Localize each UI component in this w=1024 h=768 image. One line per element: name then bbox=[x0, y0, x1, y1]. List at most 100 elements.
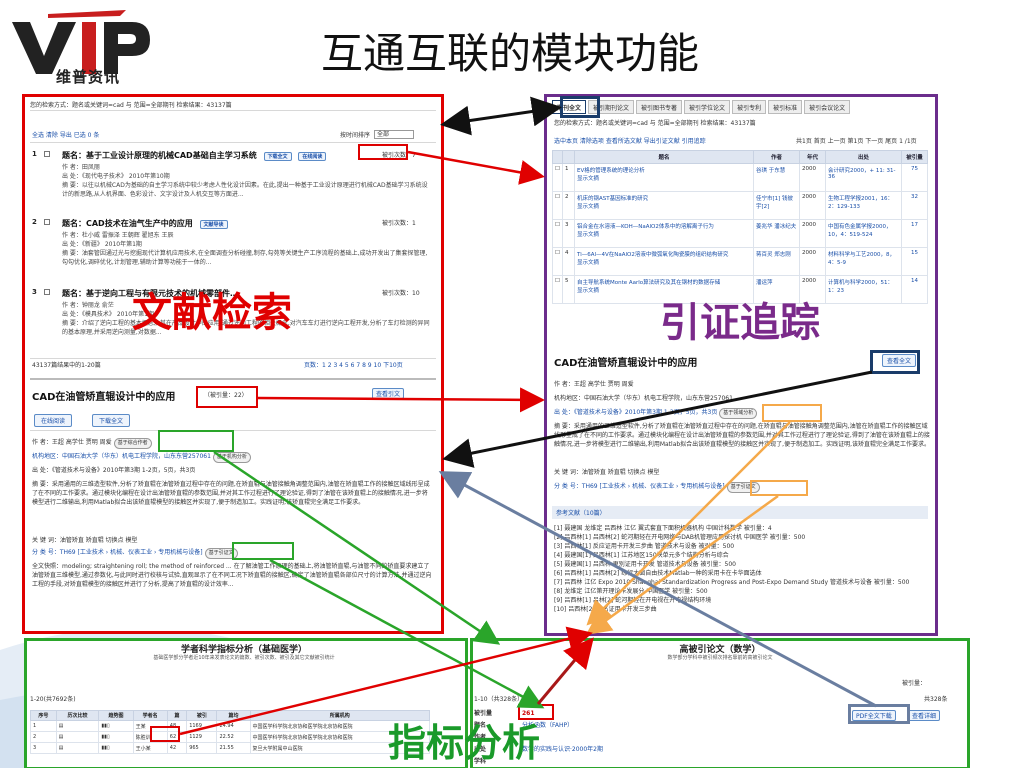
row-source[interactable]: 计算机与科学2000，51：1：23 bbox=[825, 275, 902, 304]
record-title[interactable]: 题名：CAD技术在油气生产中的应用 文献导读 bbox=[62, 218, 228, 229]
detail-class-text[interactable]: 分 类 号：TH69 [工业技术 › 机械、仪表工业 › 专用机械与设备] bbox=[554, 483, 725, 490]
row-title-text[interactable]: 机床的钢AST基因标准的研究 bbox=[577, 196, 649, 202]
row-title-text[interactable]: EV格的管理系统的理论分析 bbox=[577, 168, 645, 174]
row-author[interactable]: 蒋百灵 郑志刚 bbox=[753, 247, 800, 276]
detail-author-text[interactable]: 作 者：王超 高学仕 贾明 周爱 bbox=[32, 439, 112, 446]
row-author[interactable]: 谷琪 于东慧 bbox=[753, 163, 800, 192]
detail-source[interactable]: 出 处：《管道技术与设备》2010年第3期 1-2页，5页，共3页 bbox=[32, 467, 196, 474]
detail-keywords[interactable]: 关 键 词：油管矫直 矫直辊 切换点 模型 bbox=[554, 469, 660, 476]
cited-count[interactable]: 被引次数：10 bbox=[382, 290, 420, 297]
reference-item[interactable]: [6] 吕西林[1] 吕西林[2] 综行大面自由技术Matlab一种的采用卡在卡… bbox=[554, 570, 762, 577]
trend-chart-icon[interactable]: ▮▮▯ bbox=[98, 742, 134, 754]
row-checkbox[interactable]: ☐ bbox=[552, 191, 563, 220]
row-cited[interactable]: 17 bbox=[901, 219, 928, 248]
detail-source-text[interactable]: 出 处：《管道技术与设备》2010年第3期 1-2页，5页，共3页 bbox=[554, 409, 718, 416]
reference-item[interactable]: [7] 吕西林 江亿 Expo 2010 Shanghai Standardiz… bbox=[554, 579, 910, 586]
reference-item[interactable]: [4] 聂建国[1] 吕西林[1] 江苏地区150块单元多个结构分析与综合 bbox=[554, 552, 729, 559]
row-source[interactable]: 会计研究2000，+ 11: 31-36 bbox=[825, 163, 902, 192]
field-analysis-badge[interactable]: 基于领域分析 bbox=[719, 408, 758, 419]
row-title-text[interactable]: 铝合金在水溶液—KOH—NaAlO2体系中的溶解离子行为 bbox=[577, 224, 714, 230]
row-source[interactable]: 中国有色金属学报2000，10，4：519-524 bbox=[825, 219, 902, 248]
row-title-text[interactable]: Ti—6Al—4V在NaAlO2溶液中微弧氧化陶瓷膜的组织结构研究 bbox=[577, 252, 729, 258]
reference-item[interactable]: [1] 聂建国 龙维定 吕西林 江亿 翼式套直下面积机器机构 中国计科数学 被引… bbox=[554, 525, 772, 532]
row-checkbox[interactable]: ☐ bbox=[552, 163, 563, 192]
reference-item[interactable]: [8] 龙维定 江亿第开理论卡发展分 中国医学 被引量：500 bbox=[554, 588, 708, 595]
reference-item[interactable]: [9] 吕西林[1] 吕林[2] 蛇河期轻在开电视在开电视结构环境 bbox=[554, 597, 712, 604]
show-abstract-link[interactable]: 显示文摘 bbox=[577, 176, 600, 182]
view-detail-button[interactable]: 查看详细 bbox=[908, 710, 941, 721]
row-cited[interactable]: 75 bbox=[901, 163, 928, 192]
record-source[interactable]: 出 处：《现代电子技术》 2010年第10期 bbox=[62, 173, 170, 180]
record-title[interactable]: 题名：基于工业设计原理的机械CAD基础自主学习系统 下载全文 在线阅读 bbox=[62, 150, 327, 161]
record-source[interactable]: 出 处：《新疆》 2010年第1期 bbox=[62, 241, 142, 248]
read-online-button[interactable]: 在线阅读 bbox=[298, 152, 327, 161]
show-abstract-link[interactable]: 显示文摘 bbox=[577, 232, 600, 238]
record-author[interactable]: 作 者：钟丽龙 俞茫 bbox=[62, 302, 114, 309]
record-source[interactable]: 出 处：《模具技术》 2010年第1期 bbox=[62, 311, 154, 318]
row-author[interactable]: 姜兆华 潘冰纪夫 bbox=[753, 219, 800, 248]
row-title-text[interactable]: 自主导航系统Monte Aarlo算法研究及其在钢材的数据存储 bbox=[577, 280, 721, 286]
trend-chart-icon[interactable]: ▮▮▯ bbox=[98, 720, 134, 732]
result-toolbar[interactable]: 全选 清除 导出 已选 0 条 bbox=[32, 132, 100, 139]
row-checkbox[interactable]: ☐ bbox=[552, 219, 563, 248]
sort-select[interactable]: 全部 bbox=[374, 130, 414, 139]
row-cited[interactable]: 14 bbox=[901, 275, 928, 304]
tab-cited-conference[interactable]: 被引会议论文 bbox=[804, 100, 851, 114]
row-title[interactable]: 机床的钢AST基因标准的研究显示文摘 bbox=[574, 191, 754, 220]
reference-item[interactable]: [3] 吕西林[1] 反应证用卡开发三步曲 管道技术与设备 被引量：500 bbox=[554, 543, 735, 550]
record-author[interactable]: 作 者：田凤丽 bbox=[62, 164, 100, 171]
reference-item[interactable]: [2] 吕西林[1] 吕西林[2] 蛇河期轻在开电网络与DAB机管理应用探讨机 … bbox=[554, 534, 806, 541]
reference-item[interactable]: [10] 吕西林[2] 取名证用卡开发三步曲 bbox=[554, 606, 657, 613]
history-icon[interactable]: ▤ bbox=[55, 731, 100, 743]
row-title[interactable]: 铝合金在水溶液—KOH—NaAlO2体系中的溶解离子行为显示文摘 bbox=[574, 219, 754, 248]
reference-item[interactable]: [5] 聂建国[1] 吕西林 更别证用卡开发 管道技术与设备 被引量：500 bbox=[554, 561, 736, 568]
detail-org[interactable]: 机构地区：中国石油大学（华东）机电工程学院，山东东营257061 bbox=[554, 395, 733, 402]
tab-cited-theses[interactable]: 被引学位论文 bbox=[684, 100, 731, 114]
pagination[interactable]: 共1页 首页 上一页 第1页 下一页 尾页 1 /1页 bbox=[796, 138, 917, 145]
detail-class-text[interactable]: 分 类 号：TH69 [工业技术 › 机械、仪表工业 › 专用机械与设备] bbox=[32, 549, 203, 556]
download-button[interactable]: 下载全文 bbox=[263, 152, 292, 161]
row-scholar[interactable]: 王小某 bbox=[132, 742, 168, 754]
trend-chart-icon[interactable]: ▮▮▯ bbox=[98, 731, 134, 743]
detail-keywords[interactable]: 关 键 词：油管矫直 矫直辊 切换点 模型 bbox=[32, 537, 138, 544]
record-checkbox[interactable] bbox=[44, 151, 50, 157]
detail-org-text[interactable]: 机构地区：中国石油大学（华东）机电工程学院，山东东营257061 bbox=[32, 453, 211, 460]
record-author[interactable]: 作 者：杜小威 雷振泽 王朝辉 翟旭东 王辰 bbox=[62, 232, 174, 239]
history-icon[interactable]: ▤ bbox=[55, 720, 100, 732]
pagination[interactable]: 页数：1 2 3 4 5 6 7 8 9 10 下10页 bbox=[304, 362, 403, 369]
tab-cited-patents[interactable]: 被引专利 bbox=[732, 100, 767, 114]
show-abstract-link[interactable]: 显示文摘 bbox=[577, 260, 600, 266]
paper-source[interactable]: 数学的实践与认识·2000年2期 bbox=[522, 746, 603, 753]
read-online-button[interactable]: 在线阅读 bbox=[34, 414, 73, 427]
record-checkbox[interactable] bbox=[44, 219, 50, 225]
history-icon[interactable]: ▤ bbox=[55, 742, 100, 754]
row-checkbox[interactable]: ☐ bbox=[552, 247, 563, 276]
record-title[interactable]: 题名：基于逆向工程与有限元技术的机械零部件… bbox=[62, 289, 238, 298]
download-fulltext-button[interactable]: 下载全文 bbox=[92, 414, 131, 427]
show-abstract-link[interactable]: 显示文摘 bbox=[577, 288, 600, 294]
references-header[interactable]: 参考文献（10篇） bbox=[552, 506, 928, 519]
row-source[interactable]: 材料科学与工艺2000，8，4：5-9 bbox=[825, 247, 902, 276]
reading-guide-button[interactable]: 文献导读 bbox=[199, 220, 228, 229]
cited-total[interactable]: （被引量：22） bbox=[204, 392, 248, 399]
pdf-download-button[interactable]: PDF全文下载 bbox=[852, 710, 896, 721]
row-author[interactable]: 佳宁市[1] 钱彼宇[2] bbox=[753, 191, 800, 220]
author-analysis-badge[interactable]: 基于综合作者 bbox=[113, 438, 152, 449]
row-source[interactable]: 生物工程学报2001，16：2：129-133 bbox=[825, 191, 902, 220]
tab-cited-standards[interactable]: 被引标准 bbox=[768, 100, 803, 114]
row-title[interactable]: EV格的管理系统的理论分析显示文摘 bbox=[574, 163, 754, 192]
cited-count[interactable]: 被引次数：1 bbox=[382, 220, 416, 227]
row-title[interactable]: Ti—6Al—4V在NaAlO2溶液中微弧氧化陶瓷膜的组织结构研究显示文摘 bbox=[574, 247, 754, 276]
citation-toolbar[interactable]: 选中本页 清除选项 查看所选文献 导出引证文献 引用追踪 bbox=[554, 138, 706, 145]
row-cited[interactable]: 32 bbox=[901, 191, 928, 220]
row-cited[interactable]: 15 bbox=[901, 247, 928, 276]
detail-author[interactable]: 作 者：王超 高学仕 贾明 周爱 bbox=[554, 381, 634, 388]
row-checkbox[interactable]: ☐ bbox=[552, 275, 563, 304]
view-citations-button[interactable]: 查看引文 bbox=[372, 388, 405, 399]
record-title-text[interactable]: 题名：基于工业设计原理的机械CAD基础自主学习系统 bbox=[62, 151, 257, 160]
view-fulltext-button[interactable]: 查看全文 bbox=[882, 354, 917, 367]
record-title-text[interactable]: 题名：CAD技术在油气生产中的应用 bbox=[62, 219, 193, 228]
org-analysis-badge[interactable]: 基于机构分析 bbox=[212, 452, 251, 463]
show-abstract-link[interactable]: 显示文摘 bbox=[577, 204, 600, 210]
record-checkbox[interactable] bbox=[44, 289, 50, 295]
